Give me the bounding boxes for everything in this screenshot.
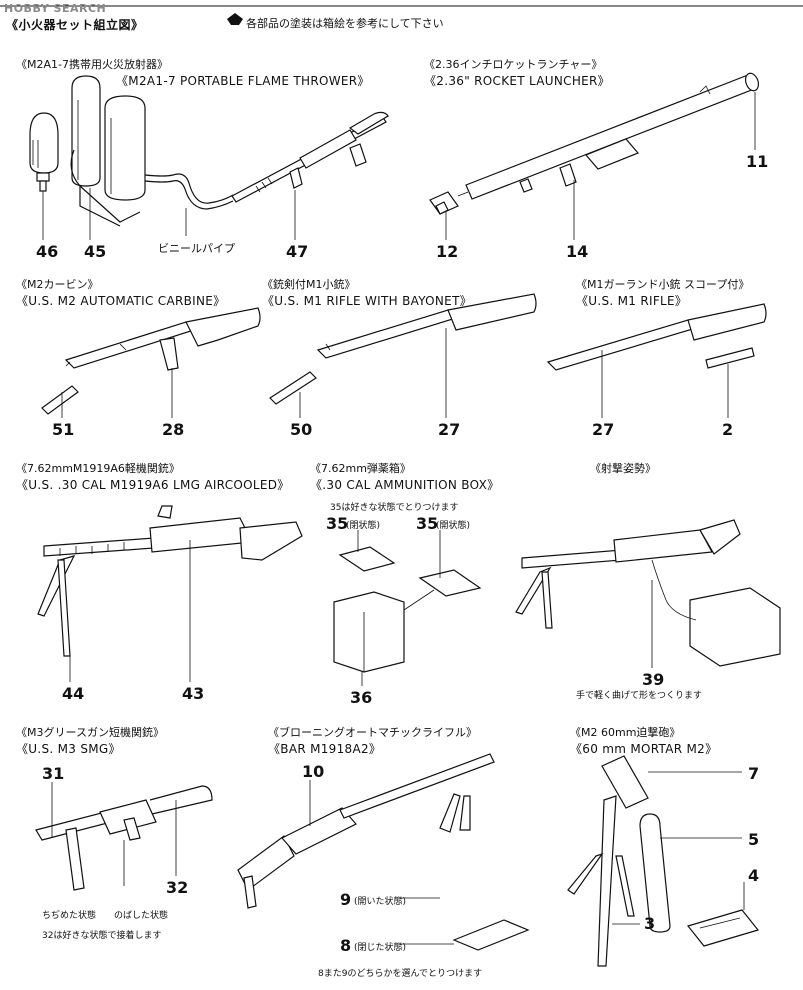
title-en-m3-smg: 《U.S. M3 SMG》 [16,742,121,756]
label-open-bipod: (開いた状態) [354,897,407,907]
title-en-m1-garand: 《U.S. M1 RIFLE》 [576,294,688,308]
leader-lines-m3 [51,782,177,886]
callout-39: 39 [642,670,665,689]
title-jp-carbine: 《M2カービン》 [16,278,99,291]
callout-14: 14 [566,242,589,261]
note-ammo-lid: 35は好きな状態でとりつけます [330,503,459,513]
label-retracted: ちぢめた状態 [42,911,97,921]
callout-2: 2 [722,420,734,439]
title-en-rocket-launcher: 《2.36" ROCKET LAUNCHER》 [424,74,610,88]
title-jp-m1-garand: 《M1ガーランド小銃 スコープ付》 [576,278,750,291]
callout-50: 50 [290,420,313,439]
callout-36: 36 [350,688,373,707]
bar-drawing [237,753,530,951]
title-jp-bar: 《ブローニングオートマチックライフル》 [268,726,477,739]
callout-3: 3 [644,914,656,933]
callout-8: 8 [340,936,352,955]
mortar-drawing [567,755,760,967]
rocket-launcher-drawing [429,72,760,215]
callout-46: 46 [36,242,59,261]
callout-43: 43 [182,684,205,703]
callout-32: 32 [166,878,189,897]
callout-10: 10 [302,762,325,781]
leader-lines-carbine [61,368,173,418]
callout-47: 47 [286,242,309,261]
watermark-logo: HOBBY SEARCH [4,2,107,15]
paint-bullet-icon [227,13,243,25]
note-belt-bend: 手で軽く曲げて形をつくります [576,691,703,701]
note-bipod: 8また9のどちらかを選んでとりつけます [318,969,483,979]
callout-7: 7 [748,764,760,783]
label-extended: のばした状態 [114,911,169,921]
m1-garand-drawing [546,303,767,371]
title-en-lmg: 《U.S. .30 CAL M1919A6 LMG AIRCOOLED》 [16,478,290,492]
leader-lines-mortar [612,771,745,925]
section-title: 《小火器セット組立図》 [6,18,144,32]
title-en-carbine: 《U.S. M2 AUTOMATIC CARBINE》 [16,294,226,308]
m3-smg-drawing [35,785,213,891]
label-closed-state: (閉状態) [346,521,381,531]
title-jp-lmg: 《7.62mmM1919A6軽機関銃》 [16,462,180,475]
flame-thrower-drawing [29,75,389,227]
title-en-mortar: 《60 mm MORTAR M2》 [570,742,718,756]
paint-note: 各部品の塗装は箱絵を参考にして下さい [246,17,444,30]
title-en-flame-thrower: 《M2A1-7 PORTABLE FLAME THROWER》 [116,74,370,88]
leader-lines-m1-garand [601,350,729,418]
label-closed-bipod: (閉じた状態) [354,943,407,953]
callout-35-open: 35 [416,514,439,533]
label-vinyl-pipe: ビニールパイプ [158,242,235,255]
callout-51: 51 [52,420,75,439]
callout-44: 44 [62,684,85,703]
leader-lines-ammo [357,530,441,686]
carbine-drawing [41,307,261,415]
title-jp-m1-bayonet: 《銃剣付M1小銃》 [262,278,356,291]
m1-bayonet-drawing [269,293,537,405]
callout-45: 45 [84,242,107,261]
callout-35-closed: 35 [326,514,349,533]
lmg-drawing [37,505,303,657]
title-jp-mortar: 《M2 60mm迫撃砲》 [570,726,681,739]
callout-28: 28 [162,420,185,439]
title-jp-ammo-box: 《7.62mm弾薬箱》 [310,462,411,475]
callout-12: 12 [436,242,459,261]
callout-27-garand: 27 [592,420,615,439]
leader-lines-bar [309,780,454,945]
firing-position-drawing [515,519,781,667]
callout-31: 31 [42,764,65,783]
callout-9: 9 [340,890,352,909]
leader-lines-lmg [69,540,191,682]
leader-lines-rocket [445,92,756,240]
title-jp-firing-position: 《射撃姿勢》 [590,462,656,475]
leader-lines-m1-bayonet [299,328,447,418]
ammo-box-drawing [333,546,482,673]
title-en-ammo-box: 《.30 CAL AMMUNITION BOX》 [310,478,500,492]
callout-5: 5 [748,830,760,849]
title-en-m1-bayonet: 《U.S. M1 RIFLE WITH BAYONET》 [262,294,472,308]
title-en-bar: 《BAR M1918A2》 [268,742,382,756]
note-stock: 32は好きな状態で接着します [42,931,162,941]
callout-27-bayonet: 27 [438,420,461,439]
label-open-state: (開状態) [436,521,471,531]
title-jp-m3-smg: 《M3グリースガン短機関銃》 [16,726,164,739]
callout-11: 11 [746,152,769,171]
callout-4: 4 [748,866,760,885]
title-jp-flame-thrower: 《M2A1-7携帯用火災放射器》 [16,58,168,71]
leader-lines-flame [42,188,296,240]
title-jp-rocket-launcher: 《2.36インチロケットランチャー》 [424,58,603,71]
